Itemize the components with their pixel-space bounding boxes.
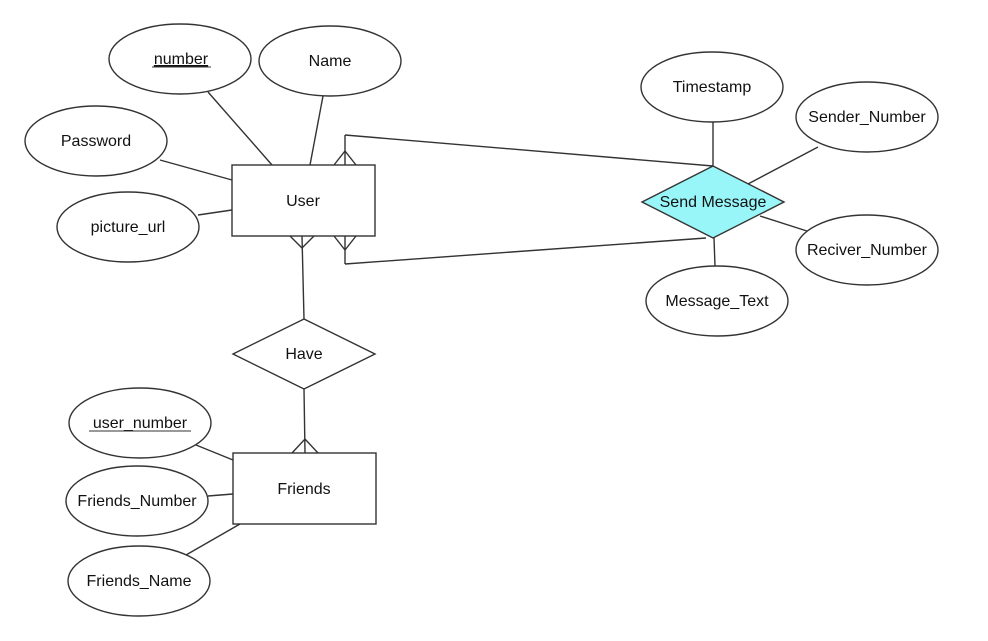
connector-message-text-send-message — [713, 237, 716, 267]
connector-password-user — [159, 159, 233, 181]
crows-foot-user-bottom-left — [289, 235, 315, 249]
connector-picture-url-user — [197, 209, 233, 216]
cardinality-markers — [289, 149, 357, 454]
entity-user[interactable]: User — [231, 164, 376, 237]
attribute-sender-number[interactable]: Sender_Number — [795, 81, 939, 153]
connector-lines — [159, 91, 819, 556]
connector-sender-number-send-message — [747, 146, 819, 185]
crows-foot-user-bottom-right — [333, 235, 357, 252]
attribute-number[interactable]: number — [108, 23, 252, 95]
attribute-timestamp[interactable]: Timestamp — [640, 51, 784, 123]
connector-friends-number-friends — [207, 493, 234, 497]
connector-have-friends — [303, 388, 306, 454]
crows-foot-friends-top — [291, 437, 319, 454]
attribute-receiver-number[interactable]: Reciver_Number — [795, 214, 939, 286]
connector-number-user — [207, 91, 273, 166]
attribute-friends-number[interactable]: Friends_Number — [65, 465, 209, 537]
relationship-have[interactable]: Have — [231, 318, 377, 390]
connector-receiver-number-send-message — [759, 215, 811, 233]
entity-friends[interactable]: Friends — [232, 452, 377, 525]
attribute-password-label: Password — [61, 133, 131, 150]
attribute-message-text-label: Message_Text — [665, 293, 769, 310]
attribute-receiver-number-label: Reciver_Number — [807, 242, 928, 259]
entity-user-label: User — [286, 193, 320, 210]
attribute-user-number[interactable]: user_number — [68, 387, 212, 459]
connector-user-send-message-top-2 — [344, 134, 714, 167]
attribute-sender-number-label: Sender_Number — [808, 109, 926, 126]
connector-name-user — [309, 95, 324, 166]
attribute-friends-number-label: Friends_Number — [77, 493, 197, 510]
attribute-number-label: number — [154, 51, 209, 68]
entity-friends-label: Friends — [277, 481, 330, 498]
relationship-send-message[interactable]: Send Message — [640, 165, 786, 239]
attribute-name[interactable]: Name — [258, 25, 402, 97]
attribute-password[interactable]: Password — [24, 105, 168, 177]
attribute-name-label: Name — [309, 53, 352, 70]
attribute-picture-url-label: picture_url — [91, 219, 166, 236]
attribute-friends-name-label: Friends_Name — [87, 573, 192, 590]
crows-foot-user-top — [333, 149, 357, 166]
connector-user-number-friends — [195, 444, 234, 461]
attribute-message-text[interactable]: Message_Text — [645, 265, 789, 337]
connector-user-send-message-bottom-2 — [344, 237, 707, 265]
attribute-picture-url[interactable]: picture_url — [56, 191, 200, 263]
connector-user-have — [301, 235, 305, 320]
relationship-have-label: Have — [285, 346, 322, 363]
connector-friends-name-friends — [185, 523, 241, 556]
attribute-friends-name[interactable]: Friends_Name — [67, 545, 211, 617]
relationship-send-message-label: Send Message — [660, 194, 767, 211]
attribute-timestamp-label: Timestamp — [673, 79, 752, 96]
attribute-user-number-label: user_number — [93, 415, 188, 432]
